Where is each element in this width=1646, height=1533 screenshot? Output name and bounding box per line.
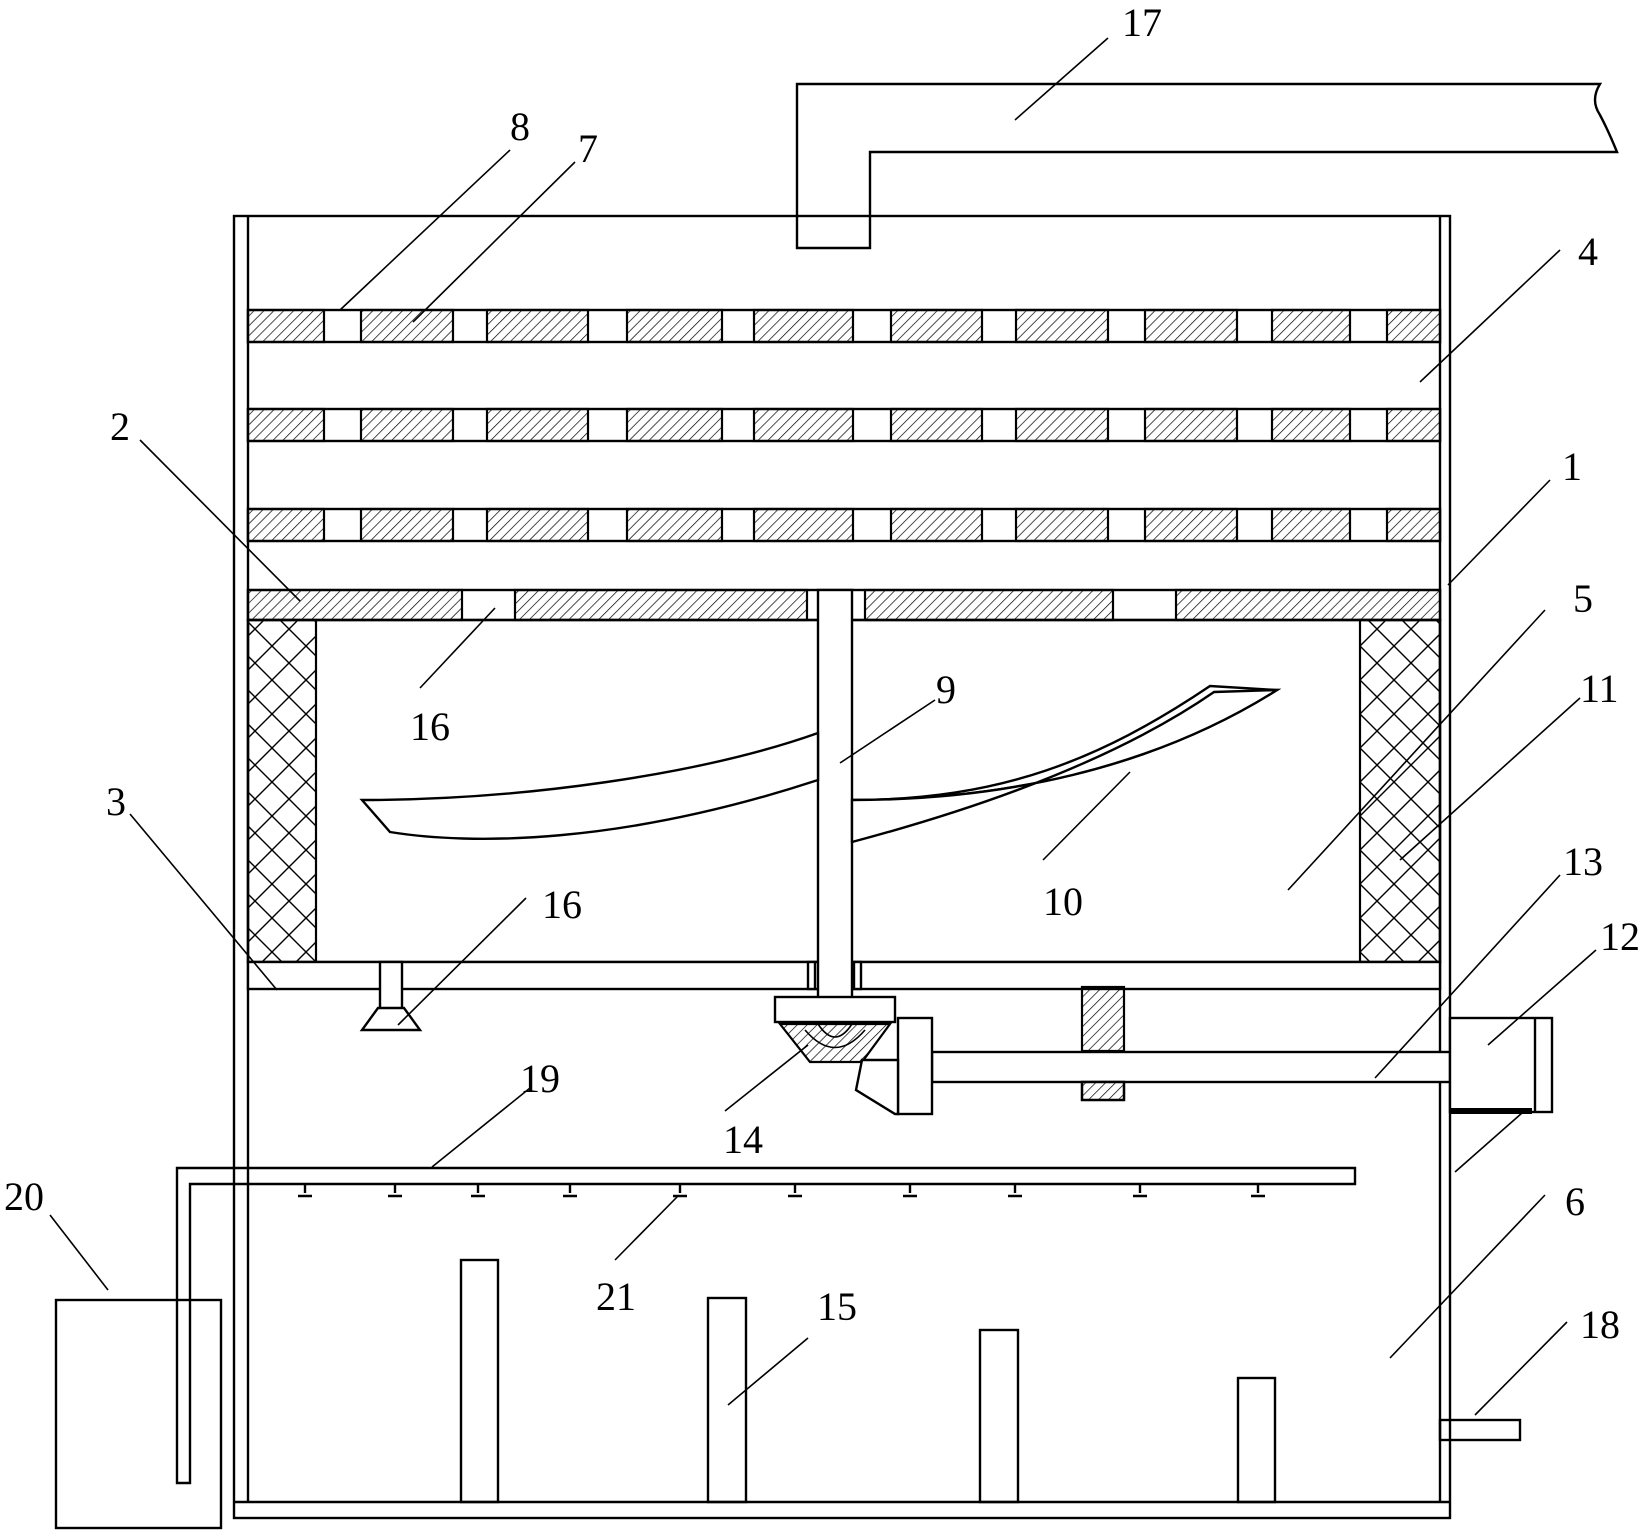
label-7: 7	[578, 126, 598, 171]
supply-pipe	[175, 1166, 1357, 1485]
label-18: 18	[1580, 1302, 1620, 1347]
baffles	[459, 1258, 1277, 1504]
label-16-lower: 16	[542, 882, 582, 927]
filter-mesh-left	[246, 618, 318, 964]
nozzle-lower	[359, 960, 423, 1032]
filter-plates	[246, 308, 1442, 543]
stirring-shaft	[816, 588, 854, 1022]
filter-plate-middle	[246, 407, 1442, 443]
gear-assembly	[773, 995, 897, 1064]
label-9: 9	[936, 667, 956, 712]
label-4: 4	[1578, 229, 1598, 274]
filter-mesh-right	[1358, 618, 1442, 964]
label-11: 11	[1580, 666, 1619, 711]
label-14: 14	[723, 1117, 763, 1162]
motor	[1448, 1016, 1554, 1114]
part-labels: 1 2 3 4 5 6 7 8 9 10 11 12 13 14 15 16 1…	[4, 0, 1640, 1347]
label-8: 8	[510, 104, 530, 149]
label-12: 12	[1600, 914, 1640, 959]
label-1: 1	[1562, 444, 1582, 489]
label-3: 3	[106, 779, 126, 824]
label-21: 21	[596, 1274, 636, 1319]
label-2: 2	[110, 404, 130, 449]
label-10: 10	[1043, 879, 1083, 924]
label-6: 6	[1565, 1179, 1585, 1224]
label-16-upper: 16	[410, 704, 450, 749]
water-tank	[54, 1298, 223, 1530]
drain-pipe	[1438, 1418, 1522, 1442]
filter-plate-lower	[246, 507, 1442, 543]
label-15: 15	[817, 1284, 857, 1329]
drive-shaft	[854, 985, 1452, 1116]
leader-lines	[49, 37, 1597, 1416]
label-17: 17	[1122, 0, 1162, 45]
filter-plate-top	[246, 308, 1442, 344]
motor-mount	[1450, 1108, 1532, 1114]
label-5: 5	[1573, 576, 1593, 621]
label-13: 13	[1563, 839, 1603, 884]
mixing-chamber	[246, 618, 1442, 964]
label-20: 20	[4, 1174, 44, 1219]
stirring-blade	[359, 684, 1282, 844]
exhaust-duct	[795, 82, 1619, 250]
label-19: 19	[520, 1056, 560, 1101]
spray-nozzles	[298, 1184, 1265, 1198]
